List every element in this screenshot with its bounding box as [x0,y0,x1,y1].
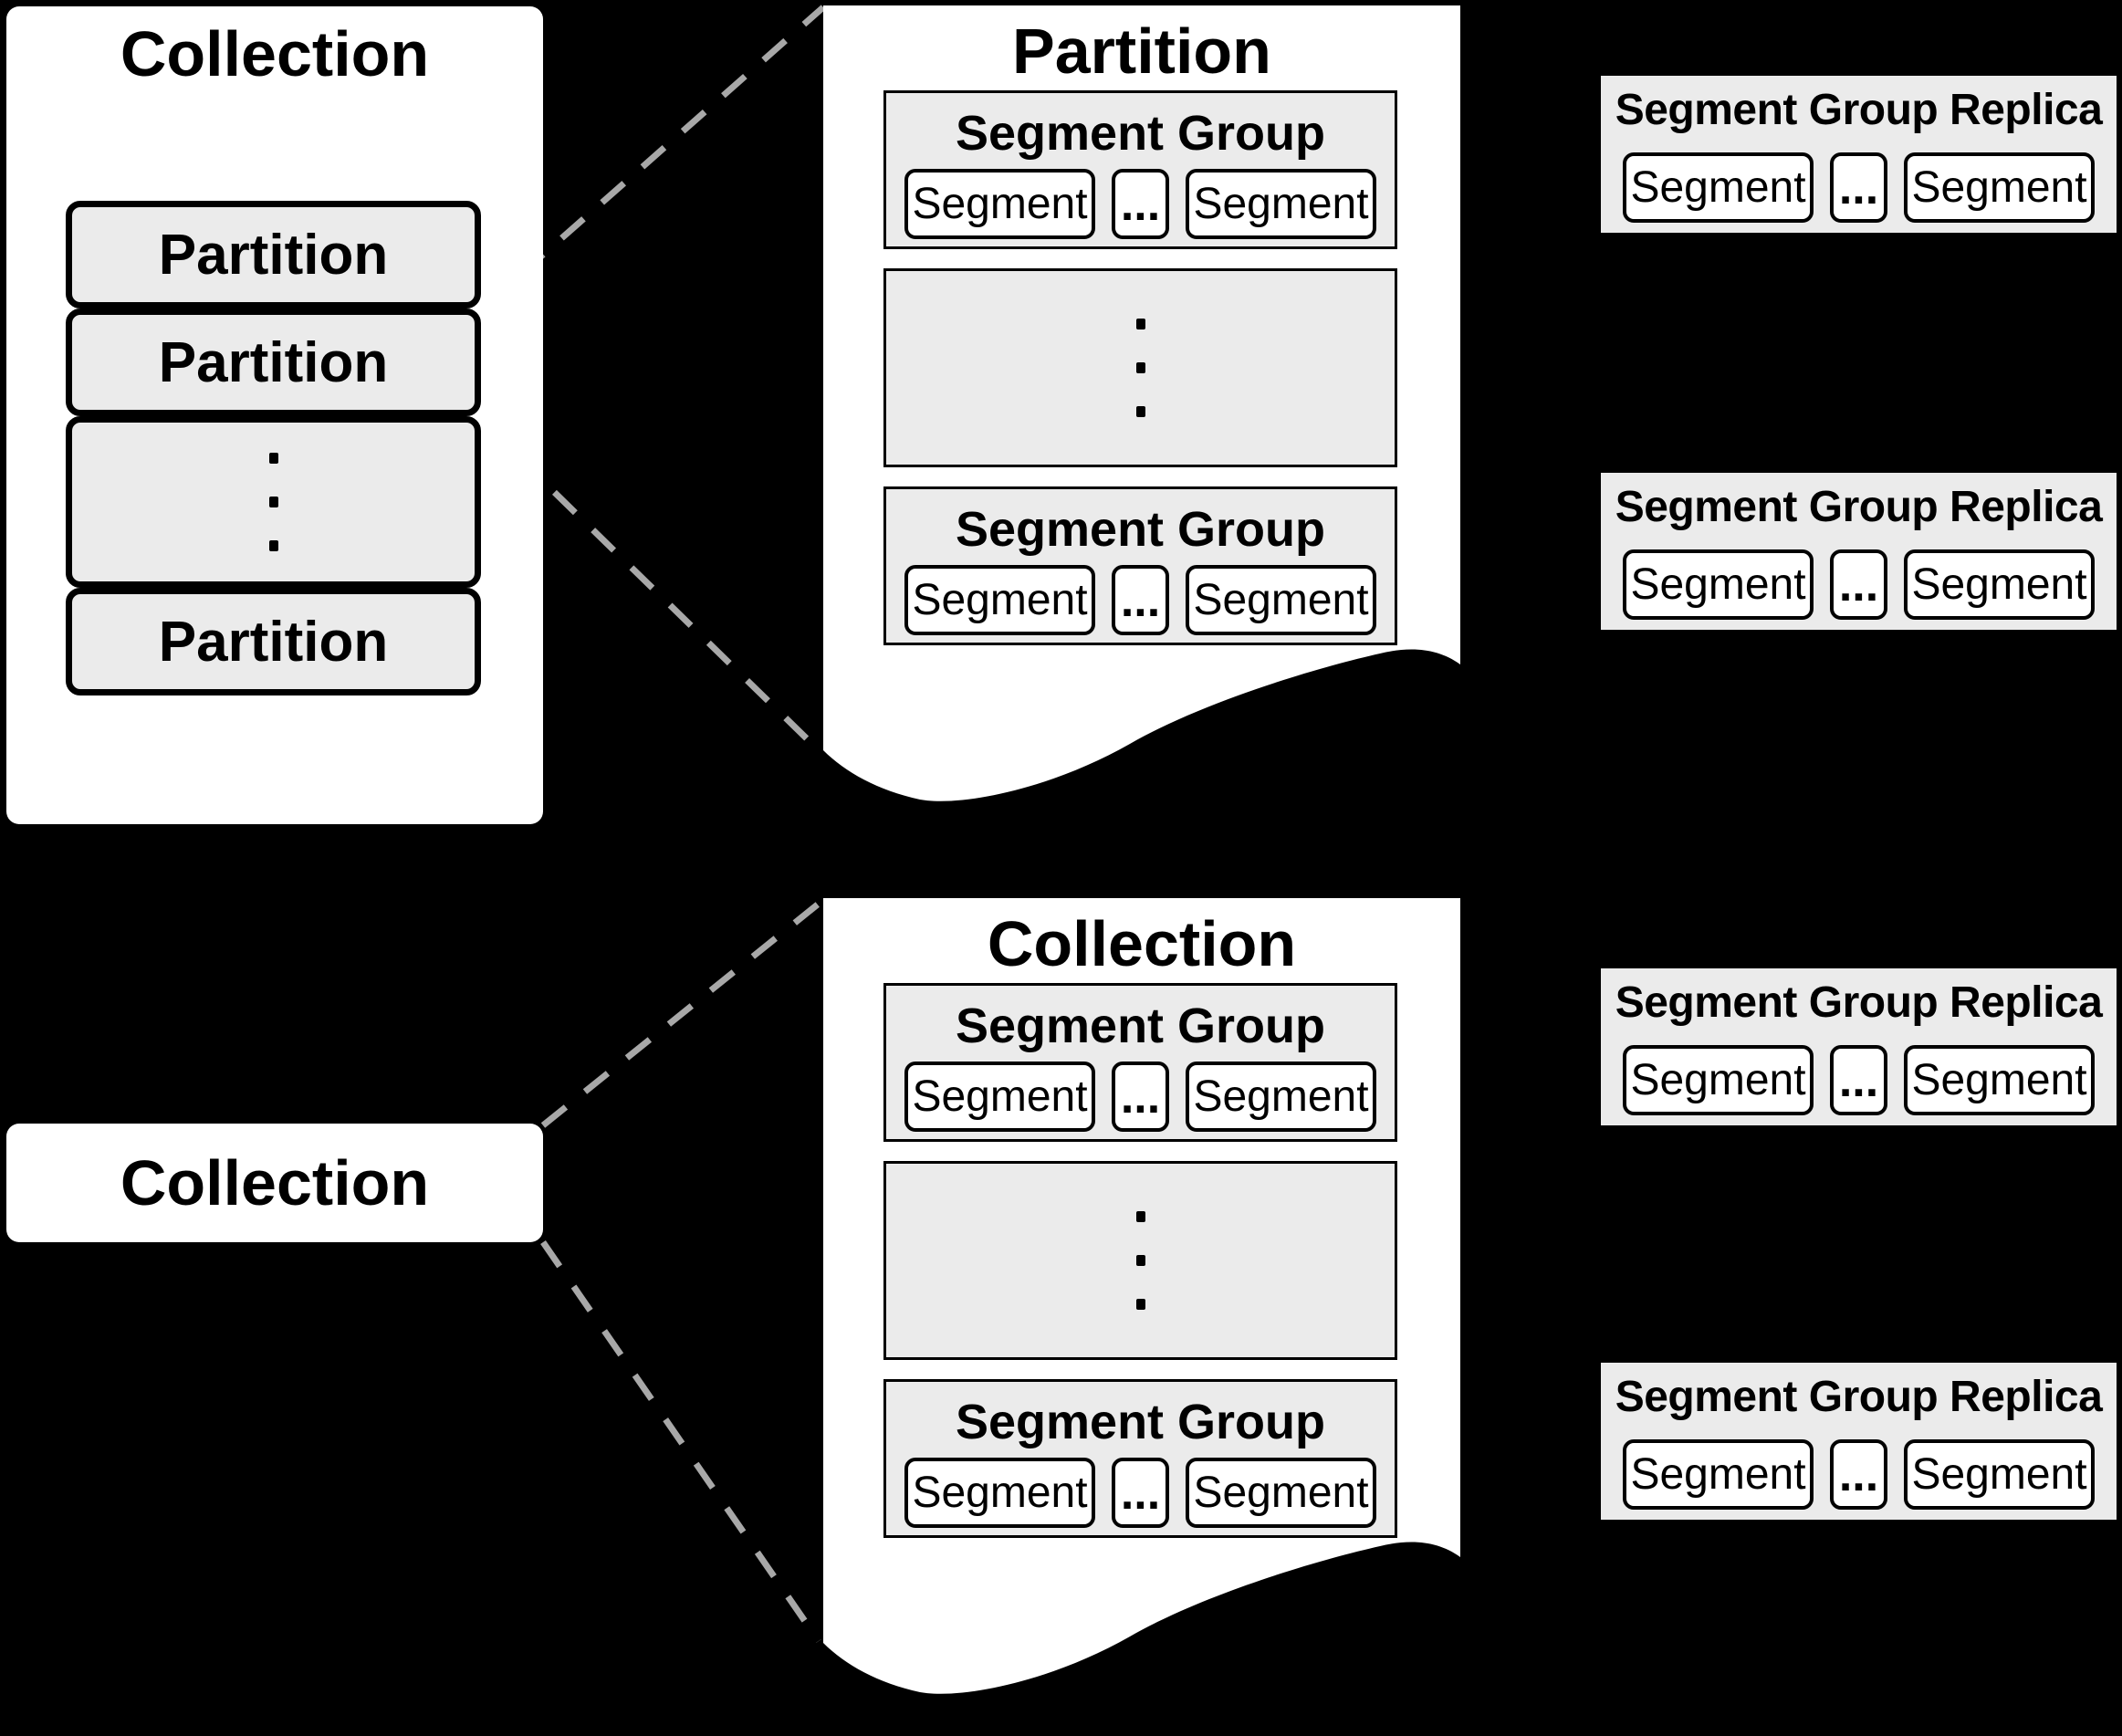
segment-box: Segment [1186,169,1376,239]
segment-group-replica-box: Segment Group Replica Segment ... Segmen… [1601,76,2117,233]
collection-overview-title: Collection [120,18,430,89]
dashed-line-collection-top [540,897,826,1128]
segment-row: Segment ... Segment [1601,152,2117,223]
partition-item-3: Partition [66,588,481,695]
vertical-ellipsis-icon [1135,1255,1145,1266]
segment-box: Segment [904,1458,1095,1528]
segment-row: Segment ... Segment [1601,549,2117,620]
segment-box: Segment [1186,565,1376,635]
vertical-ellipsis-icon [1135,362,1145,373]
segment-box: Segment [1623,152,1814,223]
segment-group-title: Segment Group [955,999,1326,1053]
segment-group-box: Segment Group Segment ... Segment [883,1379,1397,1538]
segment-ellipsis-box: ... [1112,169,1169,239]
segment-row: Segment ... Segment [1601,1439,2117,1510]
segment-group-box: Segment Group Segment ... Segment [883,90,1397,249]
segment-box: Segment [1186,1458,1376,1528]
segment-box: Segment [1904,1439,2095,1510]
segment-group-more-box [883,1161,1397,1360]
segment-row: Segment ... Segment [886,169,1395,239]
segment-ellipsis-box: ... [1112,1458,1169,1528]
segment-row: Segment ... Segment [1601,1045,2117,1115]
partition-page-header: Partition [823,11,1460,87]
segment-group-replica-title: Segment Group Replica [1615,86,2103,134]
segment-ellipsis-box: ... [1112,565,1169,635]
segment-box: Segment [904,565,1095,635]
collection-page-title: Collection [987,908,1297,979]
segment-group-replica-box: Segment Group Replica Segment ... Segmen… [1601,968,2117,1125]
partition-item-1: Partition [66,201,481,309]
segment-box: Segment [1904,152,2095,223]
segment-group-replica-box: Segment Group Replica Segment ... Segmen… [1601,473,2117,630]
vertical-ellipsis-icon [268,497,278,507]
segment-ellipsis-box: ... [1112,1061,1169,1132]
collection-overview-panel: Collection Partition Partition Partition [6,6,543,824]
segment-box: Segment [1186,1061,1376,1132]
segment-box: Segment [1623,1439,1814,1510]
segment-group-title: Segment Group [955,106,1326,161]
partition-item-2: Partition [66,309,481,416]
segment-ellipsis-box: ... [1830,1045,1887,1115]
vertical-ellipsis-icon [268,453,278,464]
vertical-ellipsis-icon [268,540,278,551]
partition-more-box [66,416,481,588]
vertical-ellipsis-icon [1135,406,1145,417]
collection-label-box: Collection [6,1124,543,1242]
segment-row: Segment ... Segment [886,565,1395,635]
segment-group-more-box [883,268,1397,467]
segment-box: Segment [904,1061,1095,1132]
segment-group-title: Segment Group [955,502,1326,557]
partition-page-title: Partition [1012,16,1271,87]
vertical-ellipsis-icon [1135,1211,1145,1222]
collection-page-header: Collection [823,904,1460,979]
segment-group-title: Segment Group [955,1395,1326,1449]
segment-box: Segment [904,169,1095,239]
dashed-line-collection-bottom [540,1240,821,1643]
segment-row: Segment ... Segment [886,1061,1395,1132]
segment-box: Segment [1904,549,2095,620]
segment-row: Segment ... Segment [886,1458,1395,1528]
segment-group-box: Segment Group Segment ... Segment [883,983,1397,1142]
segment-group-replica-title: Segment Group Replica [1615,1373,2103,1421]
segment-ellipsis-box: ... [1830,549,1887,620]
segment-box: Segment [1623,1045,1814,1115]
segment-group-replica-title: Segment Group Replica [1615,978,2103,1027]
vertical-ellipsis-icon [1135,319,1145,329]
segment-box: Segment [1623,549,1814,620]
segment-group-replica-box: Segment Group Replica Segment ... Segmen… [1601,1363,2117,1520]
segment-group-replica-title: Segment Group Replica [1615,483,2103,531]
segment-ellipsis-box: ... [1830,1439,1887,1510]
segment-group-box: Segment Group Segment ... Segment [883,486,1397,645]
vertical-ellipsis-icon [1135,1299,1145,1310]
segment-ellipsis-box: ... [1830,152,1887,223]
segment-box: Segment [1904,1045,2095,1115]
